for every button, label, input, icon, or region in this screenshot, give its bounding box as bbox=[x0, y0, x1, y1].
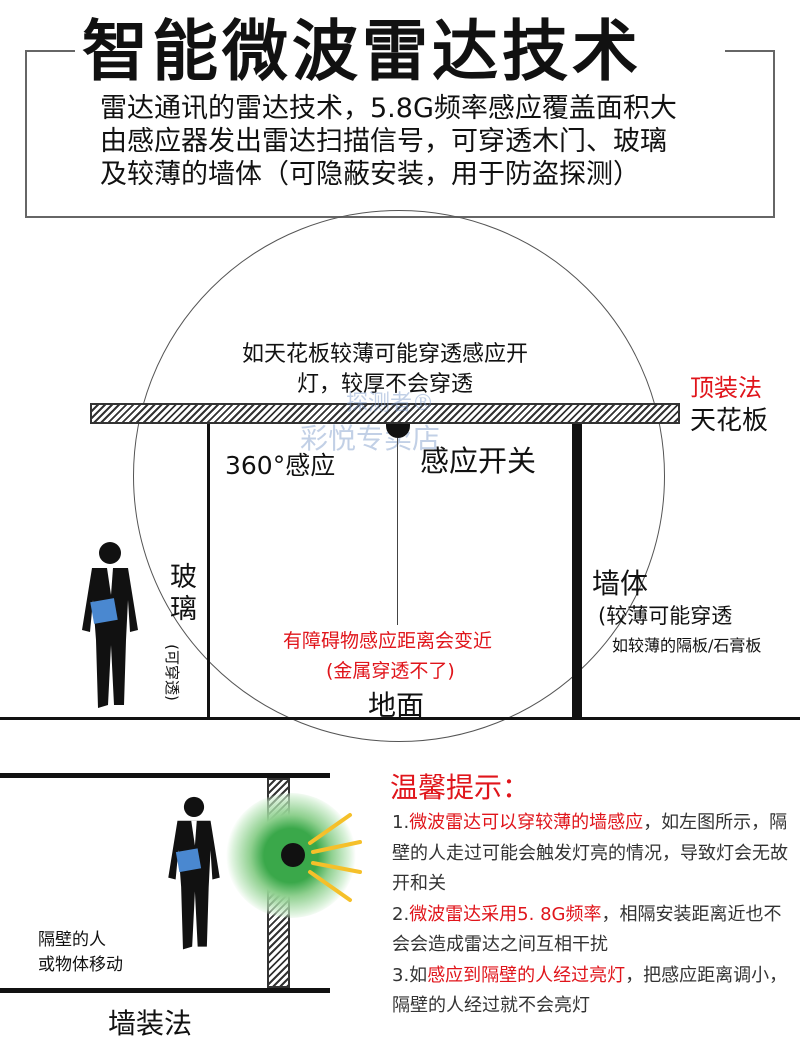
tip-item: 1.微波雷达可以穿较薄的墙感应，如左图所示，隔壁的人走过可能会触发灯亮的情况，导… bbox=[392, 812, 788, 894]
tip-item: 2.微波雷达采用5. 8G频率，相隔安装距离近也不会会造成雷达之间互相干扰 bbox=[392, 903, 782, 956]
person-silhouette-icon bbox=[82, 542, 138, 708]
glass-label: 玻璃 bbox=[170, 562, 197, 625]
header-border-left bbox=[25, 50, 75, 52]
neighbor-label: 隔壁的人 或物体移动 bbox=[38, 930, 123, 975]
watermark: 探测者® 彩悦专卖店 bbox=[300, 391, 441, 455]
wall-method-label: 墙装法 bbox=[108, 1007, 193, 1040]
intro-line: 雷达通讯的雷达技术，5.8G频率感应覆盖面积大 bbox=[100, 93, 677, 124]
neighbor-person-icon bbox=[168, 796, 220, 950]
ground-label: 地面 bbox=[368, 689, 425, 722]
glass-note: (可穿透) bbox=[162, 644, 181, 701]
metal-note: (金属穿透不了) bbox=[326, 660, 455, 682]
wall-label: 墙体 bbox=[592, 567, 649, 600]
ceiling-label: 天花板 bbox=[690, 406, 769, 436]
floor-line bbox=[0, 717, 800, 720]
ceiling-note: 如天花板较薄可能穿透感应开 灯，较厚不会穿透 bbox=[241, 342, 528, 397]
intro-line: 由感应器发出雷达扫描信号，可穿透木门、玻璃 bbox=[100, 126, 667, 157]
sensor-axis-line bbox=[397, 438, 398, 625]
wall-example: 如较薄的隔板/石膏板 bbox=[612, 636, 762, 655]
ceiling-method-label: 顶装法 bbox=[690, 374, 762, 402]
sense-360-label: 360°感应 bbox=[225, 451, 336, 480]
intro-text: 雷达通讯的雷达技术，5.8G频率感应覆盖面积大 由感应器发出雷达扫描信号，可穿透… bbox=[100, 92, 677, 191]
intro-line: 及较薄的墙体（可隐蔽安装，用于防盗探测） bbox=[100, 159, 640, 190]
page-title: 智能微波雷达技术 bbox=[82, 13, 642, 90]
obstacle-note: 有障碍物感应距离会变近 bbox=[283, 630, 493, 652]
tips-title: 温馨提示： bbox=[390, 771, 531, 804]
wall-sensor-icon bbox=[281, 843, 305, 867]
ceiling-slab bbox=[90, 403, 680, 424]
wall-note: (较薄可能穿透 bbox=[598, 604, 733, 628]
tips-list: 1.微波雷达可以穿较薄的墙感应，如左图所示，隔壁的人走过可能会触发灯亮的情况，导… bbox=[392, 808, 798, 1022]
right-wall bbox=[572, 424, 582, 720]
detection-range-circle bbox=[133, 210, 665, 742]
sensor-switch-label: 感应开关 bbox=[420, 444, 537, 478]
header-border-right bbox=[725, 50, 775, 52]
sensor-dome-icon bbox=[386, 424, 410, 438]
tip-item: 3.如感应到隔壁的人经过亮灯，把感应距离调小，隔壁的人经过就不会亮灯 bbox=[392, 964, 788, 1017]
wall-bottom-line bbox=[0, 988, 330, 993]
wall-top-line bbox=[0, 773, 330, 778]
left-glass-wall bbox=[207, 424, 210, 720]
radar-rays-icon bbox=[308, 813, 362, 902]
